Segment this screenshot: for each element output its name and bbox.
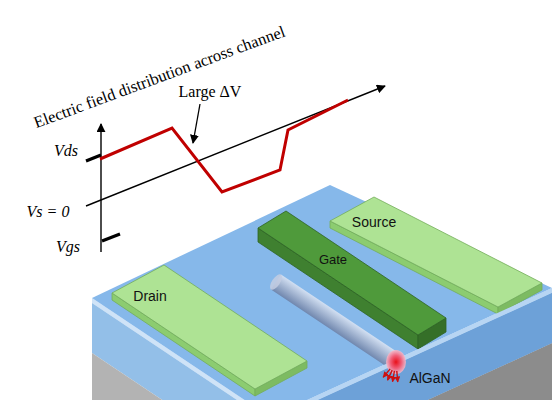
drain-contact: Drain (112, 265, 307, 389)
annotation: Large ΔV (179, 83, 242, 101)
signal-name: Vds (54, 142, 78, 160)
signal-name: Vs = 0 (27, 203, 70, 221)
heat-arrow (396, 371, 398, 382)
tick-mark (86, 155, 101, 161)
node-label: Gate (319, 253, 347, 268)
node-outline (330, 197, 542, 307)
node-outline (112, 265, 307, 389)
field-curve (100, 100, 348, 192)
algan-layer: AlGaN (270, 288, 552, 400)
signal-name: Vgs (56, 238, 80, 256)
hemt-device (92, 185, 552, 400)
field-plot (86, 86, 385, 252)
tick-mark (102, 234, 120, 241)
source-contact: Source (330, 197, 542, 307)
node-outline (270, 293, 552, 400)
node-shape (330, 197, 542, 307)
node-shape (112, 265, 307, 389)
heat-arrow (393, 371, 395, 382)
vertical-axis (100, 124, 101, 252)
node-label: Drain (133, 288, 166, 304)
leader-arrow (193, 104, 200, 143)
channel-cylinder-end (268, 272, 285, 291)
node-label: Source (352, 214, 396, 230)
horizontal-axis (86, 86, 385, 206)
heat-arrow (388, 370, 393, 380)
axis-title: Electric field distribution across chann… (31, 23, 288, 133)
node-label: AlGaN (409, 370, 450, 386)
